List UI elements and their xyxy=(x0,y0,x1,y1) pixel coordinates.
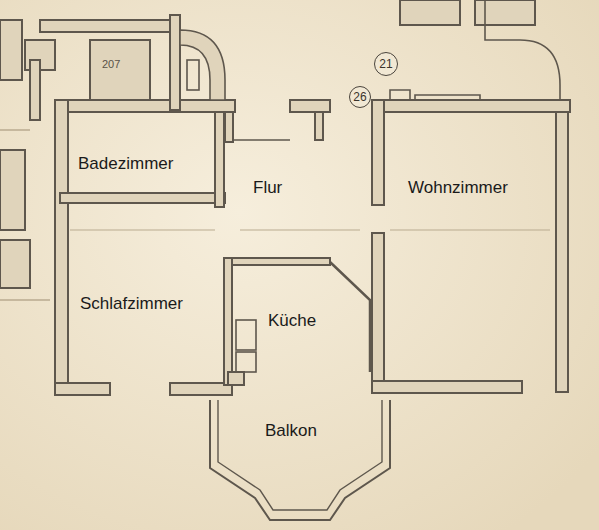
callout-circle: 26 xyxy=(349,86,371,108)
callout-number: 26 xyxy=(353,91,366,103)
room-label: Küche xyxy=(268,311,316,331)
room-label: Badezimmer xyxy=(78,154,173,174)
callout-number: 21 xyxy=(379,58,392,70)
room-label: Wohnzimmer xyxy=(408,178,508,198)
room-number: 207 xyxy=(102,58,120,71)
room-label: Schlafzimmer xyxy=(80,294,183,314)
room-label: Flur xyxy=(253,178,282,198)
room-label: Balkon xyxy=(265,421,317,441)
callout-circle: 21 xyxy=(374,52,398,76)
